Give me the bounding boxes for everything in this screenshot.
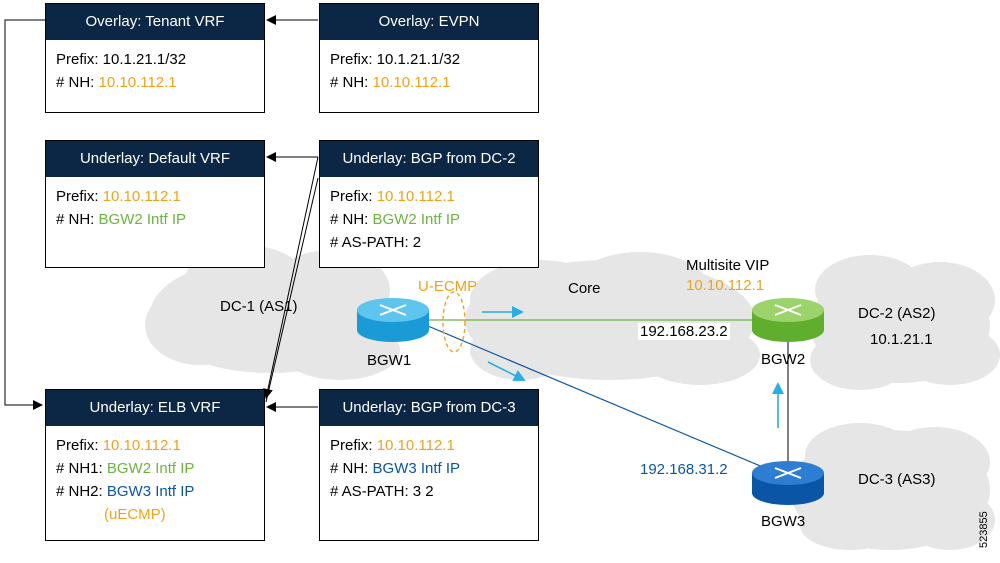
evpn-nh-label: # NH: xyxy=(330,74,373,91)
label-multisite-vip-ip: 10.10.112.1 xyxy=(686,277,765,294)
label-core: Core xyxy=(568,280,601,297)
elb-vrf-nh1-value: BGW2 Intf IP xyxy=(106,460,195,477)
box-bgp-dc2: Underlay: BGP from DC-2 Prefix: 10.10.11… xyxy=(319,140,539,268)
label-dc3: DC-3 (AS3) xyxy=(858,471,936,488)
arrow-tenant-to-elb xyxy=(4,19,45,410)
bgp-dc3-as-path: # AS-PATH: 3 2 xyxy=(330,483,434,500)
router-icon-bgw3 xyxy=(752,461,824,505)
tenant-vrf-nh-value: 10.10.112.1 xyxy=(98,74,177,91)
bgp-dc2-prefix-value: 10.10.112.1 xyxy=(376,188,455,205)
cloud-dc3 xyxy=(790,423,995,550)
elb-vrf-nh1-label: # NH1: xyxy=(56,460,107,477)
box-elb-vrf-title: Underlay: ELB VRF xyxy=(46,390,264,426)
default-vrf-prefix-value: 10.10.112.1 xyxy=(102,188,181,205)
elb-vrf-prefix-label: Prefix: xyxy=(56,437,103,454)
box-elb-vrf: Underlay: ELB VRF Prefix: 10.10.112.1 # … xyxy=(45,389,265,541)
bgp-dc3-nh-value: BGW3 Intf IP xyxy=(372,460,461,477)
traffic-arrow-to-dc3 xyxy=(487,361,526,381)
cloud-dc1 xyxy=(145,245,400,380)
box-bgp-dc3: Underlay: BGP from DC-3 Prefix: 10.10.11… xyxy=(319,389,539,541)
bgp-dc2-prefix-label: Prefix: xyxy=(330,188,377,205)
label-bgw1: BGW1 xyxy=(367,352,412,369)
bgp-dc3-nh-label: # NH: xyxy=(330,460,373,477)
box-bgp-dc3-title: Underlay: BGP from DC-3 xyxy=(320,390,538,426)
box-evpn-title: Overlay: EVPN xyxy=(320,4,538,40)
tenant-vrf-nh-label: # NH: xyxy=(56,74,99,91)
default-vrf-prefix-label: Prefix: xyxy=(56,188,103,205)
cloud-dc2 xyxy=(810,255,1000,390)
label-uecmp: U-ECMP xyxy=(418,278,478,295)
figure-number: 523855 xyxy=(978,511,990,548)
box-default-vrf: Underlay: Default VRF Prefix: 10.10.112.… xyxy=(45,140,265,268)
label-dc1: DC-1 (AS1) xyxy=(220,298,298,315)
router-icon-bgw2 xyxy=(752,298,824,342)
link-bgw1-bgw3 xyxy=(427,325,766,469)
connector-bgpdc2-elb xyxy=(265,177,319,403)
arrow-bgpdc2-to-elb xyxy=(263,156,319,399)
label-bgw3-ip: 192.168.31.2 xyxy=(640,461,728,478)
tenant-vrf-prefix: Prefix: 10.1.21.1/32 xyxy=(56,51,187,68)
evpn-nh-value: 10.10.112.1 xyxy=(372,74,451,91)
default-vrf-nh-value: BGW2 Intf IP xyxy=(98,211,187,228)
bgp-dc2-nh-value: BGW2 Intf IP xyxy=(372,211,461,228)
box-tenant-vrf: Overlay: Tenant VRF Prefix: 10.1.21.1/32… xyxy=(45,3,265,113)
bgp-dc2-nh-label: # NH: xyxy=(330,211,373,228)
elb-vrf-uecmp: (uECMP) xyxy=(104,506,166,523)
label-dc2-prefix: 10.1.21.1 xyxy=(870,331,933,348)
box-tenant-vrf-title: Overlay: Tenant VRF xyxy=(46,4,264,40)
default-vrf-nh-label: # NH: xyxy=(56,211,99,228)
bgp-dc2-as-path: # AS-PATH: 2 xyxy=(330,234,422,251)
router-icon-bgw1 xyxy=(357,298,429,342)
label-dc2: DC-2 (AS2) xyxy=(858,305,936,322)
box-evpn: Overlay: EVPN Prefix: 10.1.21.1/32 # NH:… xyxy=(319,3,539,113)
evpn-prefix: Prefix: 10.1.21.1/32 xyxy=(330,51,461,68)
label-bgw2-ip: 192.168.23.2 xyxy=(638,323,730,340)
elb-vrf-prefix-value: 10.10.112.1 xyxy=(102,437,181,454)
label-bgw3: BGW3 xyxy=(761,513,806,530)
label-bgw2: BGW2 xyxy=(761,351,806,368)
elb-vrf-nh2-value: BGW3 Intf IP xyxy=(106,483,195,500)
bgp-dc3-prefix-value: 10.10.112.1 xyxy=(376,437,455,454)
box-default-vrf-title: Underlay: Default VRF xyxy=(46,141,264,177)
uecmp-ellipse xyxy=(442,291,466,353)
label-multisite-vip: Multisite VIP xyxy=(686,257,770,274)
elb-vrf-nh2-label: # NH2: xyxy=(56,483,107,500)
bgp-dc3-prefix-label: Prefix: xyxy=(330,437,377,454)
box-bgp-dc2-title: Underlay: BGP from DC-2 xyxy=(320,141,538,177)
